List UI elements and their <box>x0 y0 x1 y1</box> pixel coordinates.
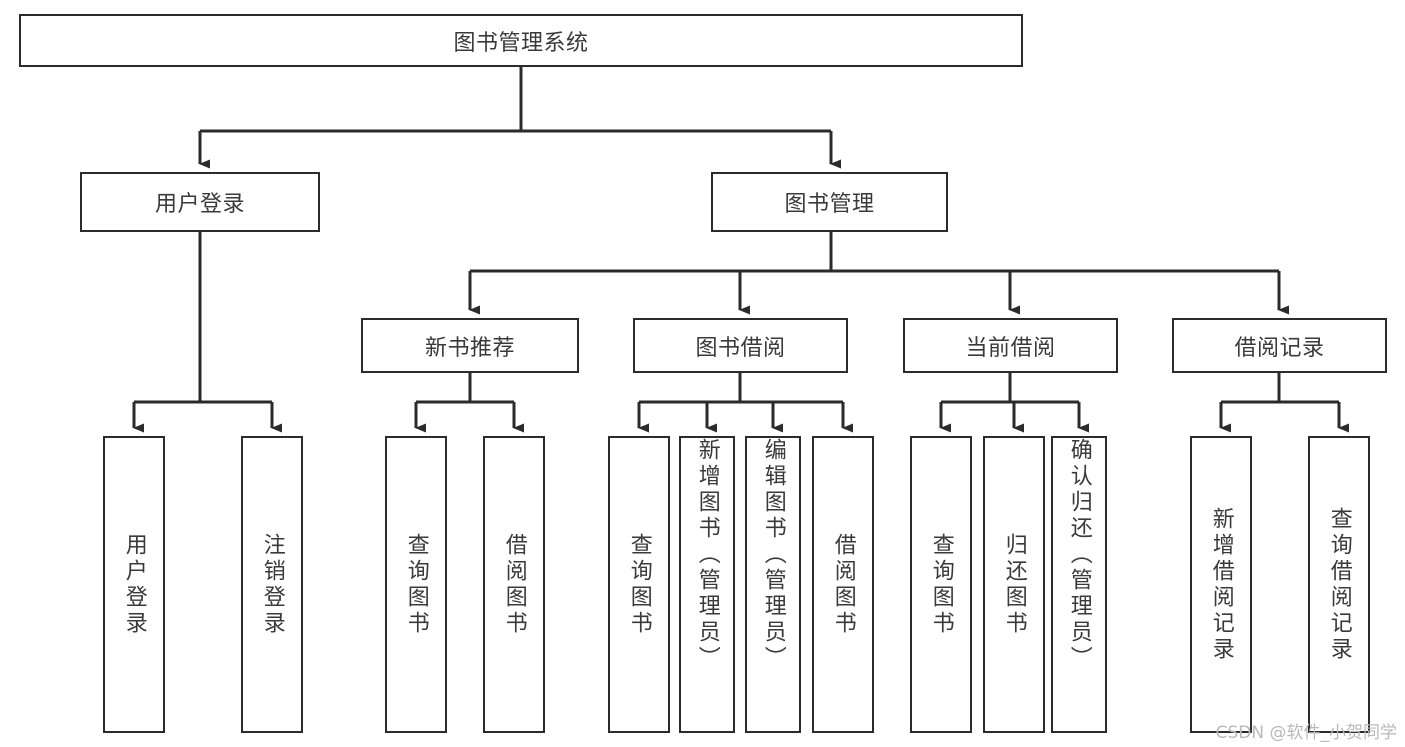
node-borrow-record[interactable]: 借阅记录 <box>1172 318 1387 373</box>
node-leaf-return-book-label: 归还图书 <box>1001 532 1027 637</box>
node-book-manage-label: 图书管理 <box>784 192 875 217</box>
node-leaf-add-book-admin-label: 新增图书（管理员） <box>694 438 720 672</box>
node-leaf-user-logout-label: 注销登录 <box>259 532 285 637</box>
node-borrow-record-label: 借阅记录 <box>1234 335 1325 361</box>
node-leaf-confirm-return-admin-label: 确认归还（管理员） <box>1066 438 1092 672</box>
node-leaf-return-book[interactable]: 归还图书 <box>983 436 1045 733</box>
node-new-book-rec-label: 新书推荐 <box>424 335 515 361</box>
node-leaf-user-logout[interactable]: 注销登录 <box>241 436 303 733</box>
node-leaf-borrow-book-2-label: 借阅图书 <box>830 532 856 637</box>
node-new-book-rec[interactable]: 新书推荐 <box>361 318 579 373</box>
node-leaf-edit-book-admin-label: 编辑图书（管理员） <box>760 438 786 672</box>
node-leaf-add-borrow-record[interactable]: 新增借阅记录 <box>1190 436 1252 733</box>
node-leaf-query-book-2-label: 查询图书 <box>626 532 652 637</box>
node-leaf-borrow-book-2[interactable]: 借阅图书 <box>812 436 874 733</box>
node-leaf-query-book-2[interactable]: 查询图书 <box>608 436 670 733</box>
node-current-borrow[interactable]: 当前借阅 <box>903 318 1118 373</box>
node-leaf-query-book-3-label: 查询图书 <box>928 532 954 637</box>
node-root[interactable]: 图书管理系统 <box>19 14 1023 67</box>
node-leaf-edit-book-admin[interactable]: 编辑图书（管理员） <box>745 436 801 733</box>
node-leaf-add-book-admin[interactable]: 新增图书（管理员） <box>679 436 735 733</box>
node-leaf-add-borrow-record-label: 新增借阅记录 <box>1208 506 1234 663</box>
node-leaf-user-login[interactable]: 用户登录 <box>103 436 165 733</box>
node-leaf-query-book-1[interactable]: 查询图书 <box>385 436 447 733</box>
node-leaf-query-borrow-record[interactable]: 查询借阅记录 <box>1308 436 1370 733</box>
node-leaf-borrow-book-1-label: 借阅图书 <box>501 532 527 637</box>
node-book-borrow-label: 图书借阅 <box>695 335 786 361</box>
node-book-manage[interactable]: 图书管理 <box>711 172 948 232</box>
node-leaf-query-book-1-label: 查询图书 <box>403 532 429 637</box>
node-current-borrow-label: 当前借阅 <box>965 335 1056 361</box>
node-leaf-confirm-return-admin[interactable]: 确认归还（管理员） <box>1051 436 1107 733</box>
node-leaf-user-login-label: 用户登录 <box>121 532 147 637</box>
node-leaf-borrow-book-1[interactable]: 借阅图书 <box>483 436 545 733</box>
node-book-borrow[interactable]: 图书借阅 <box>633 318 848 373</box>
node-leaf-query-book-3[interactable]: 查询图书 <box>910 436 972 733</box>
node-user-login[interactable]: 用户登录 <box>80 172 320 232</box>
node-leaf-query-borrow-record-label: 查询借阅记录 <box>1326 506 1352 663</box>
node-user-login-label: 用户登录 <box>154 192 245 217</box>
node-root-label: 图书管理系统 <box>453 30 589 56</box>
